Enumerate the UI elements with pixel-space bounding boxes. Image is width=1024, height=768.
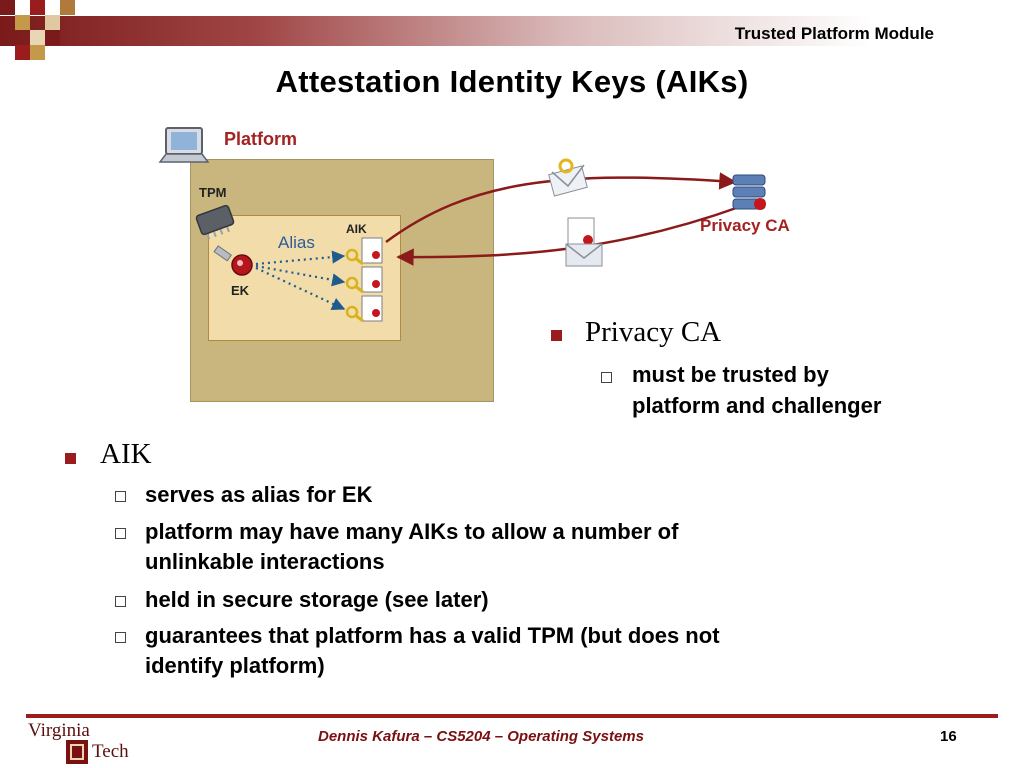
sub-bullet-marker [115, 489, 126, 507]
header-decor-square [45, 30, 60, 45]
header-title: Trusted Platform Module [734, 24, 934, 43]
alias-label: Alias [278, 233, 315, 252]
header-decor-square [15, 45, 30, 60]
ek-key-icon [213, 245, 253, 276]
bullet-aik: AIK [100, 438, 152, 470]
header-decor-square [30, 30, 45, 45]
logo-emblem-inner [70, 744, 84, 760]
header-decor-square [60, 0, 75, 15]
bullet-marker [65, 451, 76, 469]
sub-bullet-text: unlinkable interactions [145, 549, 385, 574]
platform-label: Platform [224, 129, 298, 149]
aik-certificate-icon [345, 266, 383, 294]
aik-certificate-icon [345, 237, 383, 266]
footer-text: Dennis Kafura – CS5204 – Operating Syste… [318, 728, 644, 745]
sub-bullet-text: identify platform) [145, 653, 325, 678]
request-arrow [385, 172, 737, 244]
privacy-ca-label: Privacy CA [700, 216, 790, 235]
header-decor-square [45, 15, 60, 30]
logo-line1: Virginia [28, 720, 90, 741]
slide-title: Attestation Identity Keys (AIKs) [275, 64, 749, 99]
sub-bullet-text: held in secure storage (see later) [145, 587, 489, 612]
bullet-marker [551, 328, 562, 346]
sub-bullet-text: guarantees that platform has a valid TPM… [145, 623, 720, 648]
footer-divider [26, 714, 998, 718]
sub-bullet-text: platform may have many AIKs to allow a n… [145, 519, 679, 544]
header-decor-square [30, 45, 45, 60]
tpm-label: TPM [199, 185, 227, 200]
chip-icon [195, 204, 235, 240]
page-number: 16 [940, 728, 957, 745]
sub-bullet-text: must be trusted by [632, 362, 829, 387]
bullet-privacy-ca: Privacy CA [585, 316, 722, 348]
envelope-certificate-icon [565, 217, 603, 267]
envelope-key-icon [548, 158, 588, 197]
sub-bullet-text: platform and challenger [632, 393, 882, 418]
sub-bullet-marker [115, 594, 126, 612]
header-decor-square [15, 15, 30, 30]
sub-bullet-text: serves as alias for EK [145, 482, 373, 507]
aik-certificate-icon [345, 295, 383, 323]
sub-bullet-marker [115, 630, 126, 648]
header-band [0, 16, 1024, 46]
server-icon [732, 174, 766, 210]
header-decor-square [30, 0, 45, 15]
ek-label: EK [231, 283, 250, 298]
header-decor-square [0, 0, 15, 15]
sub-bullet-marker [601, 370, 612, 388]
sub-bullet-marker [115, 526, 126, 544]
laptop-icon [158, 127, 210, 163]
logo-line2: Tech [92, 741, 129, 762]
ek-to-aik-arrows [255, 250, 346, 310]
aik-label: AIK [346, 222, 367, 236]
